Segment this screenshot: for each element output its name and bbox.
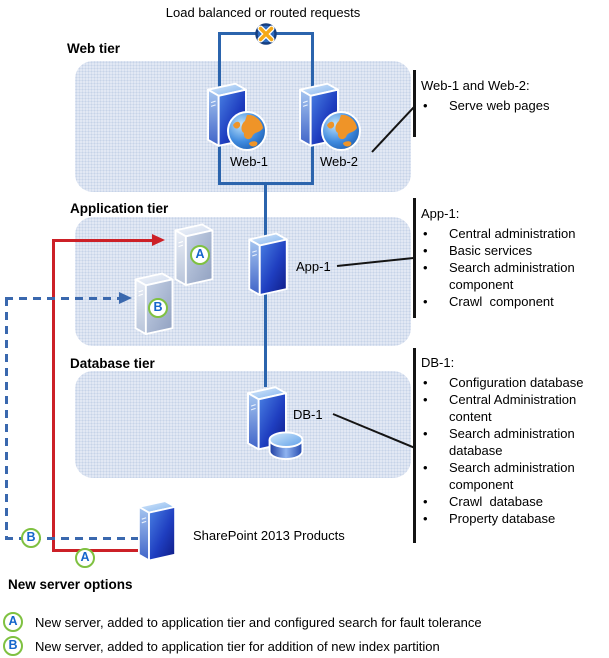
load-balancer-icon bbox=[255, 23, 277, 45]
option-a-badge: A bbox=[190, 245, 210, 265]
db-annotation-title: DB-1: bbox=[421, 355, 455, 370]
option-a-arrowhead-icon bbox=[152, 234, 165, 246]
bullet-icon: • bbox=[423, 392, 428, 407]
bullet-icon: • bbox=[423, 511, 428, 526]
web-tier-label: Web tier bbox=[67, 41, 121, 56]
server-label-db-1: DB-1 bbox=[293, 407, 323, 422]
legend-option-b-text: New server, added to application tier fo… bbox=[35, 639, 440, 654]
bullet-icon: • bbox=[423, 294, 428, 309]
bullet-icon: • bbox=[423, 426, 428, 441]
legend-heading: New server options bbox=[8, 577, 133, 592]
sharepoint-products-label: SharePoint 2013 Products bbox=[193, 528, 345, 543]
option-b-badge: B bbox=[148, 298, 168, 318]
bullet-icon: • bbox=[423, 243, 428, 258]
list-item: •Crawl database bbox=[423, 494, 543, 509]
option-a-bottom-line bbox=[52, 549, 138, 552]
list-item: •Search administration component bbox=[423, 460, 579, 492]
globe-icon bbox=[227, 111, 267, 151]
diagram-title: Load balanced or routed requests bbox=[165, 5, 361, 20]
bullet-icon: • bbox=[423, 226, 428, 241]
server-label-web-1: Web-1 bbox=[229, 154, 269, 169]
legend-option-a-badge: A bbox=[3, 612, 23, 632]
web-annotation-bar bbox=[413, 70, 416, 137]
list-item: •Search administration database bbox=[423, 426, 579, 458]
application-tier-label: Application tier bbox=[70, 201, 169, 216]
list-item: •Configuration database bbox=[423, 375, 584, 390]
app-annotation-title: App-1: bbox=[421, 206, 460, 221]
bullet-icon: • bbox=[423, 375, 428, 390]
bullet-icon: • bbox=[423, 494, 428, 509]
server-label-web-2: Web-2 bbox=[319, 154, 359, 169]
database-tier-label: Database tier bbox=[70, 356, 155, 371]
legend-option-a-text: New server, added to application tier an… bbox=[35, 615, 482, 630]
bullet-icon: • bbox=[423, 460, 428, 475]
db-annotation-bar bbox=[413, 348, 416, 543]
list-item: •Search administration component bbox=[423, 260, 579, 292]
bullet-icon: • bbox=[423, 98, 428, 113]
list-item: •Central Administration content bbox=[423, 392, 580, 424]
app-annotation-block: App-1: •Central administration •Basic se… bbox=[421, 205, 609, 310]
db-annotation-block: DB-1: •Configuration database •Central A… bbox=[421, 354, 609, 527]
web-annotation-block: Web-1 and Web-2: • Serve web pages bbox=[421, 77, 609, 114]
server-icon-sharepoint bbox=[137, 500, 177, 562]
list-item: •Basic services bbox=[423, 243, 533, 258]
option-a-vertical-line bbox=[52, 239, 55, 552]
globe-icon bbox=[321, 111, 361, 151]
web-annotation-title: Web-1 and Web-2: bbox=[421, 78, 530, 93]
list-item: •Crawl component bbox=[423, 294, 554, 309]
option-b-vertical-line bbox=[5, 298, 8, 539]
app-annotation-bar bbox=[413, 198, 416, 318]
database-cylinder-icon bbox=[268, 431, 304, 460]
legend-option-b-badge: B bbox=[3, 636, 23, 656]
list-item: •Property database bbox=[423, 511, 556, 526]
application-tier-box bbox=[75, 217, 411, 346]
option-b-bottom-line bbox=[5, 537, 138, 540]
list-item: •Central administration bbox=[423, 226, 576, 241]
server-label-app-1: App-1 bbox=[296, 259, 331, 274]
option-a-arrow-line bbox=[52, 239, 154, 242]
server-icon-app-1 bbox=[248, 232, 288, 296]
option-b-arrowhead-icon bbox=[119, 292, 132, 304]
list-item: • Serve web pages bbox=[423, 98, 550, 113]
option-b-badge-bottom: B bbox=[21, 528, 41, 548]
option-b-arrow-line bbox=[5, 297, 119, 300]
option-a-badge-bottom: A bbox=[75, 548, 95, 568]
bullet-icon: • bbox=[423, 260, 428, 275]
